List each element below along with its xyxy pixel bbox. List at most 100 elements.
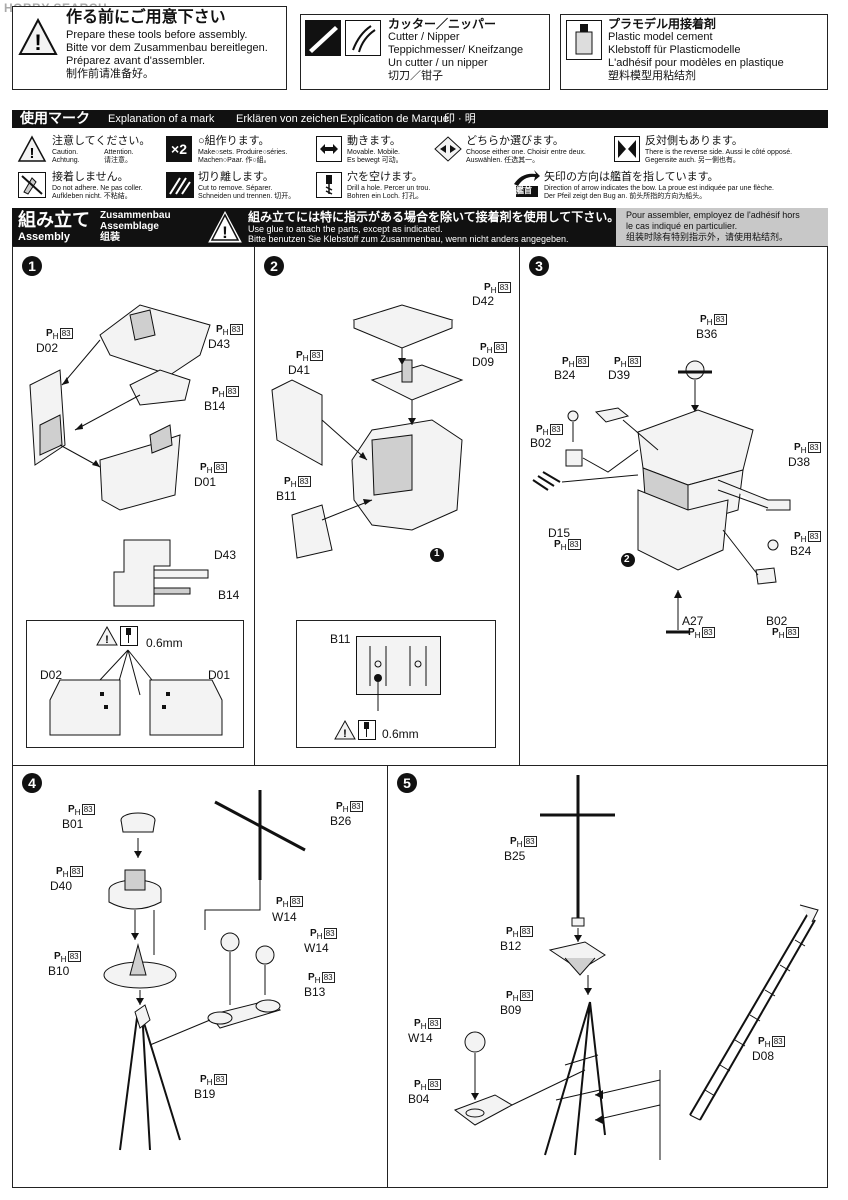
part-label-d09: D09	[472, 355, 495, 369]
make-sets-line: Make○sets. Produire○séries.	[198, 149, 288, 156]
assembly-title-de: Zusammenbau	[100, 210, 171, 221]
part-label-b01: B01	[62, 817, 84, 831]
caution-de: Achtung.	[52, 157, 80, 164]
marks-header-de: Erklären von zeichen	[236, 113, 339, 125]
caution-icon: !	[17, 135, 47, 162]
no-glue-line: Aufkleben nicht. 不粘結。	[52, 193, 132, 200]
step-1-drill-diagram	[49, 649, 223, 736]
part-label-d43: D43	[208, 337, 231, 351]
bow-arrow-line: Der Pfeil zeigt den Bug an. 前头所指的方向为船头。	[544, 193, 707, 200]
step-2-detail-diagram	[356, 636, 441, 711]
assembly-note-de: Bitte benutzen Sie Klebstoff zum Zusamme…	[248, 234, 569, 244]
assembly-note-zh: 组装时除有特别指示外，请使用粘结剂。	[626, 232, 789, 242]
svg-text:!: !	[105, 634, 109, 646]
assembly-title-zh: 组装	[100, 232, 120, 243]
part-label-d42: D42	[472, 294, 495, 308]
reverse-line: There is the reverse side. Aussi le côté…	[645, 149, 793, 156]
make-sets-line: Machen○Paar. 作○組。	[198, 157, 271, 164]
step-1-diagram	[29, 304, 211, 511]
drill-caution-icon: !	[334, 719, 356, 740]
cutter-title: カッター／ニッパー	[388, 17, 497, 31]
part-label-d08: D08	[752, 1049, 775, 1063]
step-4-number: 4	[22, 773, 42, 793]
detail-label-b11: B11	[330, 632, 351, 646]
svg-text:!: !	[30, 145, 35, 162]
part-label-d02: D02	[36, 341, 59, 355]
step-1-detail-diagram	[113, 539, 209, 607]
bow-arrow-title: 矢印の方向は艦首を指しています。	[544, 171, 719, 183]
cutter-line: 切刀／钳子	[388, 70, 443, 82]
drill-part-d01: D01	[208, 668, 231, 682]
tools-line: Prepare these tools before assembly.	[66, 29, 248, 41]
cement-box	[560, 14, 828, 90]
step-5-diagram	[453, 775, 819, 1160]
part-label-b36: B36	[696, 327, 718, 341]
no-glue-line: Do not adhere. Ne pas coller.	[52, 185, 143, 192]
cutter-line: Un cutter / un nipper	[388, 57, 488, 69]
choose-title: どちらか選びます。	[466, 135, 564, 147]
part-label-d39: D39	[608, 368, 631, 382]
assembly-header-right	[616, 208, 828, 246]
part-label-b02: B02	[530, 436, 552, 450]
bow-arrow-line: Direction of arrow indicates the bow. La…	[544, 185, 774, 192]
cement-bottle-icon	[566, 20, 602, 60]
part-label-b24-right: B24	[790, 544, 812, 558]
part-label-b10: B10	[48, 964, 70, 978]
svg-text:!: !	[343, 728, 347, 740]
drill-icon	[316, 172, 342, 198]
step-3-diagram	[532, 360, 791, 634]
detail-label-d43: D43	[214, 548, 237, 562]
drill-line: Bohren ein Loch. 打孔。	[347, 193, 423, 200]
assembly-title-fr: Assemblage	[100, 221, 159, 232]
drill-size: 0.6mm	[146, 636, 183, 650]
tools-line: 制作前请准备好。	[66, 68, 154, 80]
step-3-ref-2: 2	[624, 554, 630, 565]
cutter-line: Teppichmesser/ Kneifzange	[388, 44, 524, 56]
tools-box	[12, 6, 287, 90]
no-glue-icon	[18, 172, 46, 198]
tools-title: 作る前にご用意下さい	[66, 9, 226, 26]
marks-header-en: Explanation of a mark	[108, 113, 215, 125]
part-label-b09: B09	[500, 1003, 522, 1017]
part-label-d15: D15	[548, 526, 571, 540]
part-label-w14: W14	[408, 1031, 433, 1045]
part-label-b02-right: B02	[766, 614, 788, 628]
bow-badge: 艦首	[516, 186, 532, 195]
part-label-w14: W14	[272, 910, 297, 924]
part-label-d38: D38	[788, 455, 811, 469]
cement-line: L'adhésif pour modèles en plastique	[608, 57, 784, 69]
cut-off-icon	[166, 172, 194, 198]
cutter-box	[300, 14, 550, 90]
tools-line: Bitte vor dem Zusammenbau bereitlegen.	[66, 42, 268, 54]
drill-icon	[120, 626, 138, 646]
assembly-note-jp: 組み立てには特に指示がある場合を除いて接着剤を使用して下さい。	[248, 210, 620, 224]
part-label-d01: D01	[194, 475, 217, 489]
part-label-b19: B19	[194, 1087, 216, 1101]
movable-title: 動きます。	[347, 135, 401, 147]
part-label-b13: B13	[304, 985, 326, 999]
step-2-ref-1: 1	[434, 548, 440, 559]
drill-icon	[358, 720, 376, 740]
caution-en: Caution.	[52, 149, 79, 156]
part-label-a27: A27	[682, 614, 704, 628]
cement-line: Plastic model cement	[608, 31, 713, 43]
step-3-number: 3	[529, 256, 549, 276]
assembly-warning-icon: !	[208, 210, 242, 243]
no-glue-title: 接着しません。	[52, 171, 129, 183]
